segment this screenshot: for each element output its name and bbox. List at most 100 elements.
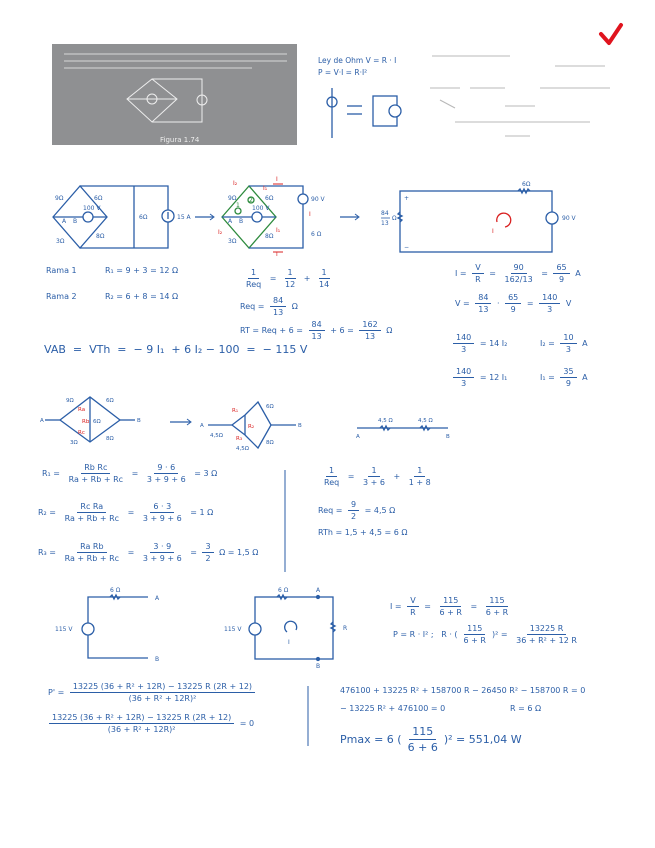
eq-text: = bbox=[486, 269, 499, 278]
c4-r-tr: 6Ω bbox=[106, 398, 114, 404]
ohm-law-text: Ley de Ohm V = R · I bbox=[318, 56, 396, 65]
c3-r-top: 6Ω bbox=[522, 181, 531, 188]
eq-text: = 0 bbox=[237, 719, 255, 728]
c5-r3: R₃ bbox=[236, 436, 242, 442]
denominator: 6 + R bbox=[463, 636, 486, 645]
eq-text: I₁ = bbox=[540, 373, 558, 382]
c4-ra: Ra bbox=[78, 407, 85, 413]
c1-a: A bbox=[62, 218, 67, 225]
eq-text: = bbox=[187, 548, 200, 557]
eq-text: = bbox=[125, 508, 137, 517]
eq-text: = bbox=[467, 602, 480, 611]
eq-text: V = bbox=[455, 299, 473, 308]
rama-1-label: Rama 1 bbox=[46, 266, 77, 275]
c3-r-left-num: 84 bbox=[381, 210, 389, 217]
numerator: 84 bbox=[475, 293, 492, 304]
denominator: 3 bbox=[461, 379, 467, 388]
eq-text: = bbox=[538, 269, 551, 278]
denominator: 36 + R² + 12 R bbox=[516, 636, 577, 645]
c2-i-right: I bbox=[309, 211, 311, 218]
vab-eq: VAB = VTh = − 9 I₁ + 6 I₂ − 100 = − 115 … bbox=[44, 343, 307, 356]
numerator: 3 bbox=[202, 542, 214, 553]
eq-text: R₃ = bbox=[38, 548, 59, 557]
p-derivative-zero-eq: 13225 (36 + R² + 12R) − 13225 R (2R + 12… bbox=[46, 713, 254, 734]
c2-i1-bot: I₁ bbox=[276, 227, 281, 234]
eq-text: Rama 2 bbox=[46, 292, 77, 301]
eq-text: − 13225 R² + 476100 = 0 bbox=[340, 704, 446, 713]
c4-rb: Rb bbox=[82, 419, 90, 425]
numerator: 140 bbox=[453, 333, 475, 344]
numerator: 9 bbox=[348, 500, 360, 511]
eq-text: + 6 = bbox=[327, 326, 357, 335]
eq-text: P' = bbox=[48, 688, 67, 697]
eq-text: = bbox=[129, 469, 141, 478]
c8-src: 115 V bbox=[224, 626, 242, 633]
c2-r-tl: 9Ω bbox=[228, 195, 237, 202]
numerator: 6 · 3 bbox=[150, 502, 175, 513]
denominator: 6 + R bbox=[485, 608, 509, 617]
denominator: Ra + Rb + Rc bbox=[64, 554, 120, 563]
c2-mesh-2: 2 bbox=[249, 197, 253, 204]
numerator: Rc Ra bbox=[77, 502, 107, 513]
eq-text: Rama 1 bbox=[46, 266, 77, 275]
circuit-series bbox=[357, 424, 448, 432]
eq-text: 476100 + 13225 R² + 158700 R − 26450 R² … bbox=[340, 686, 586, 695]
photo-content: Figura 1.74 bbox=[64, 53, 287, 144]
eq-text: I = bbox=[390, 602, 405, 611]
numerator: 3 · 9 bbox=[150, 542, 175, 553]
c7-r: 6 Ω bbox=[110, 587, 121, 594]
numerator: Ra Rb bbox=[77, 542, 107, 553]
c2-i-top: I bbox=[276, 176, 278, 183]
rama-1-eq: R₁ = 9 + 3 = 12 Ω bbox=[105, 266, 178, 275]
eq-text: = bbox=[524, 299, 537, 308]
c1-r-bl: 3Ω bbox=[56, 238, 65, 245]
numerator: 35 bbox=[560, 367, 577, 378]
eq-text: = 1 Ω bbox=[187, 508, 214, 517]
numerator: 13225 (36 + R² + 12R) − 13225 R (2R + 12… bbox=[69, 682, 256, 693]
eq-text: · bbox=[494, 299, 503, 308]
c8-loop: I bbox=[288, 639, 290, 646]
denominator: Ra + Rb + Rc bbox=[68, 475, 124, 484]
c3-loop-current: I bbox=[492, 228, 494, 235]
c5-b: B bbox=[298, 423, 302, 429]
eq-text: A bbox=[572, 269, 581, 278]
eq-text: I = bbox=[455, 269, 470, 278]
arrow-head-icon bbox=[209, 213, 215, 221]
c2-mesh-1: 1 bbox=[236, 202, 240, 209]
eq-text: R₁ = 9 + 3 = 12 Ω bbox=[105, 266, 179, 275]
numerator: V bbox=[407, 596, 419, 607]
numerator: 162 bbox=[359, 320, 381, 331]
denominator: (36 + R² + 12R)² bbox=[128, 694, 197, 703]
c6-r1: 4,5 Ω bbox=[378, 418, 393, 424]
c4-a: A bbox=[40, 418, 44, 424]
circuit-bridge-original bbox=[52, 185, 175, 249]
c2-i1-top: I₁ bbox=[263, 185, 268, 192]
denominator: Req bbox=[246, 280, 262, 289]
eq-text: RT = Req + 6 = bbox=[240, 326, 306, 335]
eq-text: P = R · I² ; R · ( bbox=[393, 630, 458, 639]
